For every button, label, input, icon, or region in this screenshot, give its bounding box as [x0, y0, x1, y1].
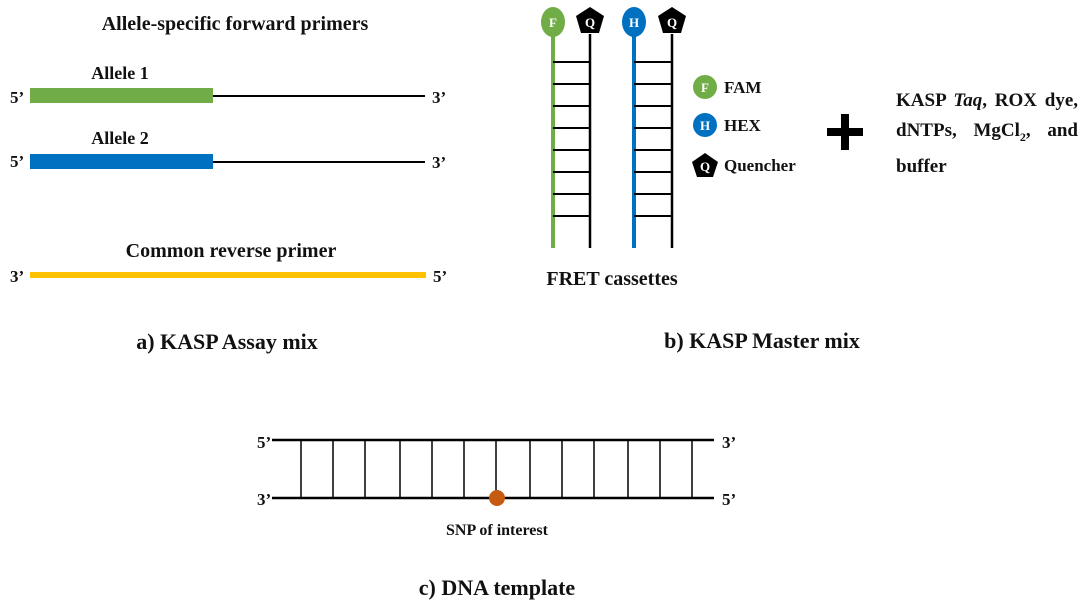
- reverse-3prime: 3’: [10, 267, 24, 286]
- template-top-5prime: 5’: [257, 433, 271, 452]
- fam-quencher-symbol: Q: [585, 15, 595, 30]
- hex-fluor-icon: [622, 7, 646, 37]
- template-rungs: [300, 440, 693, 498]
- mix-text-2: , ROX dye, dNTPs, MgCl: [896, 90, 1078, 141]
- caption-a: a) KASP Assay mix: [136, 329, 318, 354]
- allele1-primer-tag: [30, 88, 213, 103]
- legend-fam-label: FAM: [724, 78, 761, 97]
- reverse-5prime: 5’: [433, 267, 447, 286]
- allele1-label: Allele 1: [91, 63, 148, 83]
- snp-marker-icon: [489, 490, 505, 506]
- allele1-5prime: 5’: [10, 88, 24, 107]
- allele2-primer-tag: [30, 154, 213, 169]
- legend-quencher-icon: [692, 153, 718, 177]
- master-mix-components: KASP Taq, ROX dye, dNTPs, MgCl2, and buf…: [896, 86, 1078, 182]
- fam-fluor-icon: [541, 7, 565, 37]
- reverse-primer-label: Common reverse primer: [126, 240, 337, 262]
- fam-quencher-icon: [576, 7, 604, 33]
- legend-hex-icon: [693, 113, 717, 137]
- allele2-3prime: 3’: [432, 153, 446, 172]
- fret-cassettes-label: FRET cassettes: [546, 268, 677, 290]
- hex-quencher-symbol: Q: [667, 15, 677, 30]
- forward-primers-title: Allele-specific forward primers: [102, 13, 369, 35]
- snp-label: SNP of interest: [446, 522, 549, 539]
- legend-hex-label: HEX: [724, 116, 762, 135]
- allele2-5prime: 5’: [10, 152, 24, 171]
- allele1-3prime: 3’: [432, 88, 446, 107]
- mix-text-1: KASP: [896, 90, 954, 111]
- legend-hex-symbol: H: [700, 118, 710, 133]
- fam-fluor-symbol: F: [549, 15, 557, 30]
- hex-cassette-rungs: [634, 61, 672, 217]
- legend-quencher-label: Quencher: [724, 156, 796, 175]
- mix-taq: Taq: [953, 90, 983, 111]
- template-bottom-3prime: 3’: [257, 490, 271, 509]
- mix-sub-2: 2: [1019, 129, 1026, 144]
- reverse-primer-strand: [30, 272, 426, 278]
- fam-cassette-rungs: [553, 61, 590, 217]
- mix-text-3: , and buffer: [896, 120, 1078, 177]
- legend-fam-icon: [693, 75, 717, 99]
- allele2-label: Allele 2: [91, 128, 148, 148]
- plus-icon: [827, 114, 863, 150]
- hex-fluor-symbol: H: [629, 15, 639, 30]
- caption-b: b) KASP Master mix: [664, 328, 860, 353]
- hex-quencher-icon: [658, 7, 686, 33]
- caption-c: c) DNA template: [419, 575, 576, 600]
- template-bottom-5prime: 5’: [722, 490, 736, 509]
- template-top-3prime: 3’: [722, 433, 736, 452]
- legend-quencher-symbol: Q: [700, 159, 710, 174]
- legend-fam-symbol: F: [701, 80, 709, 95]
